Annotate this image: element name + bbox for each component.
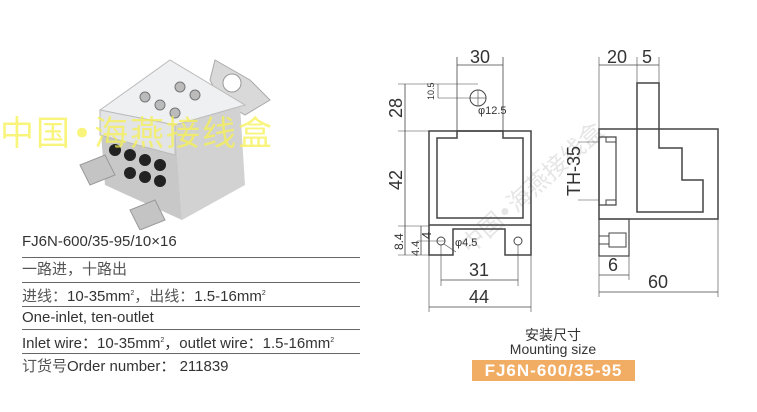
dim-8-4: 8.4 bbox=[392, 233, 406, 250]
front-dimension-labels: 30 10.5 φ12.5 28 42 4 8.4 4.4 φ4.5 31 44 bbox=[386, 47, 507, 307]
mounting-title-en: Mounting size bbox=[509, 341, 597, 357]
order-label-en: Order number： bbox=[67, 358, 176, 375]
wire-spec-zh: 进线：10-35mm2，出线：1.5-16mm2 bbox=[22, 285, 360, 306]
dim-10-5: 10.5 bbox=[426, 82, 436, 100]
screws bbox=[139, 81, 201, 119]
wire-in-value: 10-35mm bbox=[67, 288, 131, 305]
dim-44: 44 bbox=[469, 287, 489, 307]
dim-20: 20 bbox=[607, 47, 627, 67]
order-number: 211839 bbox=[179, 358, 229, 375]
divider bbox=[22, 257, 360, 258]
dim-60: 60 bbox=[648, 272, 668, 292]
diagonal-watermark: 中国•海燕接线盒 bbox=[455, 117, 609, 260]
side-dimension-labels: 20 5 TH-35 6 60 bbox=[564, 47, 668, 292]
order-label-zh: 订货号 bbox=[22, 357, 68, 375]
wire-spec-en: Inlet wire：10-35mm2，outlet wire：1.5-16mm… bbox=[22, 332, 360, 353]
busbar-hole bbox=[222, 73, 242, 93]
divider bbox=[22, 329, 360, 330]
model-number: FJ6N-600/35-95/10×16 bbox=[22, 233, 177, 250]
superscript: 2 bbox=[261, 290, 266, 297]
housing-side bbox=[175, 105, 245, 220]
dim-30: 30 bbox=[470, 47, 490, 67]
superscript: 2 bbox=[330, 337, 335, 344]
description-zh: 一路进，十路出 bbox=[22, 260, 128, 278]
order-number-row: 订货号Order number： 211839 bbox=[22, 357, 360, 376]
dim-hole-12-5: φ12.5 bbox=[478, 105, 507, 117]
divider bbox=[22, 282, 360, 283]
product-photo bbox=[79, 59, 271, 230]
watermark: 中国•海燕接线盒 bbox=[0, 114, 275, 154]
dim-28: 28 bbox=[386, 98, 406, 118]
mounting-title-zh: 安装尺寸 bbox=[525, 328, 581, 344]
wire-out-en: ，outlet wire：1.5-16mm bbox=[164, 335, 331, 352]
model-badge: FJ6N-600/35-95 bbox=[472, 360, 635, 381]
cover-front bbox=[99, 109, 176, 156]
dim-5: 5 bbox=[642, 47, 652, 67]
dim-4-4: 4.4 bbox=[410, 241, 422, 256]
superscript: 2 bbox=[130, 290, 135, 297]
dim-4: 4 bbox=[419, 232, 434, 239]
description-en: One-inlet, ten-outlet bbox=[22, 309, 154, 326]
side-view bbox=[578, 57, 719, 297]
dim-th-35: TH-35 bbox=[564, 146, 584, 196]
mount-hole-right bbox=[513, 236, 523, 246]
dim-31: 31 bbox=[469, 260, 489, 280]
wire-out-label-zh: ，出线： bbox=[134, 287, 195, 305]
divider bbox=[22, 306, 360, 307]
wire-in-label-zh: 进线： bbox=[22, 287, 68, 305]
dim-6: 6 bbox=[608, 255, 618, 275]
mount-foot-right bbox=[129, 199, 166, 230]
wire-in-en: Inlet wire：10-35mm bbox=[22, 335, 161, 352]
dim-hole-4-5: φ4.5 bbox=[455, 237, 477, 249]
superscript: 2 bbox=[160, 337, 165, 344]
outlet-holes bbox=[109, 144, 166, 187]
wire-out-value: 1.5-16mm bbox=[194, 288, 262, 305]
divider bbox=[22, 353, 360, 354]
din-rail-clip bbox=[598, 136, 617, 206]
dim-42: 42 bbox=[386, 170, 406, 190]
front-view bbox=[398, 57, 532, 312]
mount-foot-left bbox=[79, 154, 116, 186]
